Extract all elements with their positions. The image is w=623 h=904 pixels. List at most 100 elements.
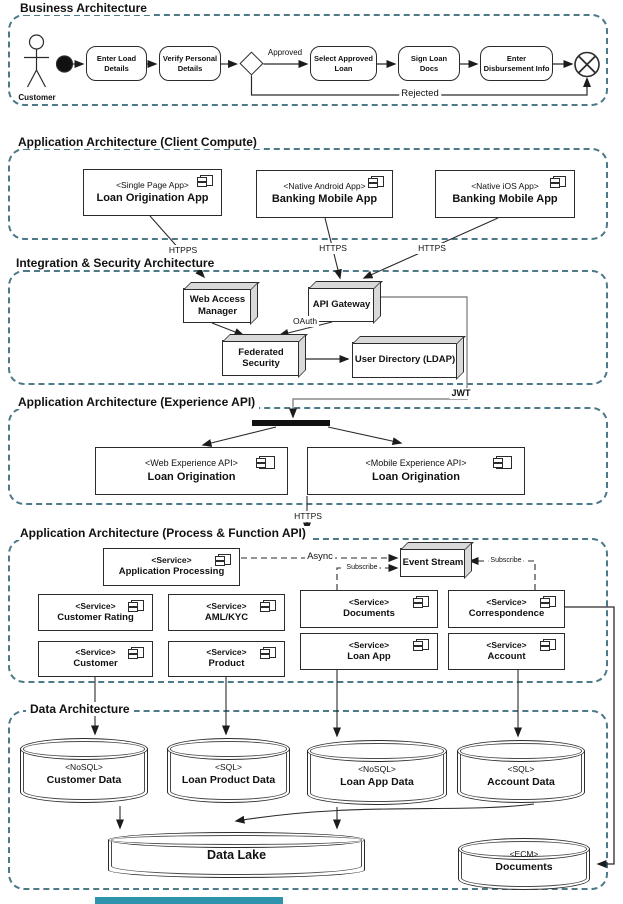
section-business	[8, 14, 608, 106]
node-label: Web Access Manager	[189, 294, 246, 317]
service-name: Documents	[343, 608, 395, 620]
node-label: Federated Security	[238, 346, 284, 369]
datastore-name: Loan App Data	[340, 776, 414, 789]
bpmn-task-enter-load-details: Enter Load Details	[86, 46, 147, 81]
task-label: Sign Loan Docs	[410, 54, 448, 73]
task-label: Select Approved Loan	[314, 54, 373, 73]
component-stereotype: <Web Experience API>	[145, 458, 238, 468]
bpmn-task-sign-loan-docs: Sign Loan Docs	[398, 46, 460, 81]
component-banking-mobile-app-android: <Native Android App> Banking Mobile App	[256, 170, 393, 218]
service-loan-app: <Service> Loan App	[300, 633, 438, 670]
actor-label: Customer	[18, 93, 56, 102]
service-name: Loan App	[347, 650, 391, 662]
section-title-experience: Application Architecture (Experience API…	[14, 395, 260, 409]
edge-gateway-jwt-fork	[289, 296, 468, 419]
service-name: Application Processing	[118, 566, 225, 578]
cylinder-top	[457, 740, 585, 762]
service-correspondence: <Service> Correspondence	[448, 590, 565, 628]
edge-label-oauth: OAuth	[290, 316, 320, 327]
section-data	[8, 710, 608, 890]
edge-label-htpps: HTPPS	[166, 245, 200, 256]
task-label: Enter Disbursement Info	[483, 54, 550, 73]
service-stereotype: <Service>	[486, 597, 527, 608]
component-icon	[539, 596, 556, 608]
service-account: <Service> Account	[448, 633, 565, 670]
datastore-customer-data: <NoSQL>Customer Data	[20, 738, 148, 803]
component-stereotype: <Native Android App>	[283, 181, 366, 192]
business-flow-edges	[24, 34, 600, 96]
component-banking-mobile-app-ios: <Native iOS App> Banking Mobile App	[435, 170, 575, 218]
service-name: Customer	[73, 658, 118, 670]
section-client	[8, 148, 608, 240]
component-stereotype: <Native iOS App>	[471, 181, 539, 192]
end-event-x2	[578, 55, 596, 74]
component-icon	[412, 596, 429, 608]
node-event-stream: Event Stream	[400, 548, 466, 577]
section-experience	[8, 407, 608, 505]
component-icon	[539, 639, 556, 651]
service-name: Correspondence	[468, 608, 545, 620]
edge-subscribe-correspondence	[468, 557, 536, 590]
service-stereotype: <Service>	[486, 639, 527, 650]
component-icon	[492, 456, 512, 469]
edge-wam-fedsec	[211, 322, 245, 336]
datastore-name: Loan Product Data	[181, 774, 276, 787]
service-stereotype: <Service>	[75, 600, 116, 611]
section-title-process: Application Architecture (Process & Func…	[16, 526, 310, 540]
datastore-stereotype: <SQL>	[215, 762, 242, 772]
horizontal-scrollbar-thumb[interactable]	[95, 897, 283, 904]
datastore-loan-app-data: <NoSQL> Loan App Data	[307, 740, 447, 805]
edge-label-https-experience: HTTPS	[292, 511, 324, 522]
node-federated-security: Federated Security	[222, 340, 300, 376]
actor-leg-right	[35, 69, 47, 88]
component-name: Loan Origination	[147, 470, 236, 483]
component-icon	[412, 639, 429, 651]
node-label: Event Stream	[402, 556, 464, 568]
datastore-stereotype: <NoSQL>	[65, 762, 103, 772]
node-label: API Gateway	[312, 298, 371, 310]
component-icon	[549, 176, 566, 188]
datastore-name: Documents	[495, 861, 553, 874]
cylinder-top	[307, 740, 447, 762]
bpmn-task-verify-personal-details: Verify Personal Details	[159, 46, 221, 81]
datastore-stereotype: <ECM>	[509, 849, 539, 859]
service-name: Product	[208, 658, 245, 670]
actor-leg-left	[26, 69, 38, 88]
edge-fork-webapi	[201, 426, 277, 447]
actor-head	[28, 34, 45, 50]
component-stereotype: <Mobile Experience API>	[365, 458, 467, 468]
datastore-account-data: <SQL>Account Data	[457, 740, 585, 803]
edge-label-subscribe-right: Subscribe	[488, 556, 524, 565]
component-icon	[196, 175, 213, 187]
component-name: Loan Origination App	[96, 191, 209, 204]
section-integration	[8, 270, 608, 385]
cylinder-top	[108, 832, 365, 848]
fork-join-bar	[252, 420, 330, 426]
component-name: Banking Mobile App	[271, 193, 378, 206]
edge-label-https-android: HTTPS	[317, 243, 349, 254]
edge-label-rejected: Rejected	[399, 88, 441, 99]
section-title-business: Business Architecture	[16, 1, 151, 15]
datastore-stereotype: <NoSQL>	[358, 764, 396, 774]
datastore-ecm-documents: <ECM> Documents	[458, 838, 590, 890]
edge-label-https-ios: HTTPS	[416, 243, 448, 254]
data-edges	[116, 803, 535, 830]
datastore-loan-product-data: <SQL> Loan Product Data	[167, 738, 290, 803]
task-label: Enter Load Details	[96, 54, 137, 73]
bpmn-task-select-approved-loan: Select Approved Loan	[310, 46, 377, 81]
section-title-integration: Integration & Security Architecture	[12, 256, 219, 270]
service-documents: <Service> Documents	[300, 590, 438, 628]
component-icon	[367, 176, 384, 188]
component-mobile-experience-api: <Mobile Experience API> Loan Origination	[307, 447, 525, 495]
edge-fork-mobileapi	[327, 426, 403, 446]
bpmn-task-enter-disbursement-info: Enter Disbursement Info	[480, 46, 553, 81]
component-icon	[127, 600, 144, 612]
datastore-stereotype: <SQL>	[507, 764, 535, 774]
task-label: Verify Personal Details	[162, 54, 218, 73]
cylinder-top	[20, 738, 148, 760]
service-stereotype: <Service>	[348, 639, 390, 650]
cylinder-top	[167, 738, 290, 760]
edge-gateway-fedsec	[278, 321, 333, 337]
service-customer-rating: <Service> Customer Rating	[38, 594, 153, 631]
